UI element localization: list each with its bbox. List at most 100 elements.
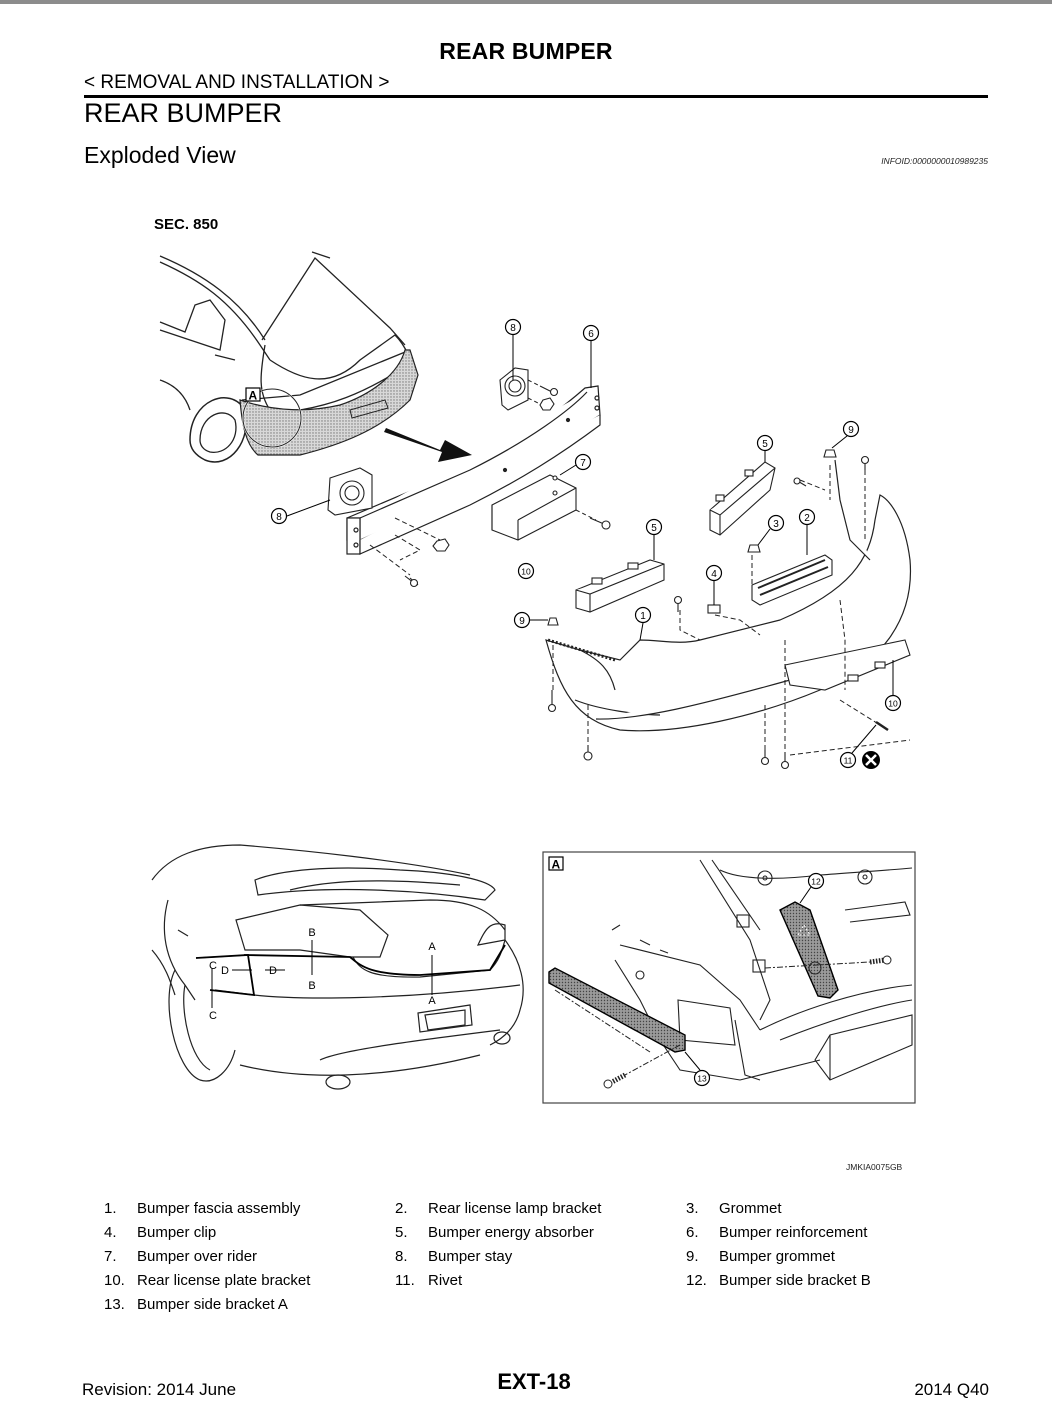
page-number: EXT-18 bbox=[497, 1369, 571, 1394]
car-overview bbox=[159, 251, 416, 463]
car-rear-view bbox=[151, 844, 524, 1090]
legend-number: 6. bbox=[686, 1223, 699, 1241]
side-bracket-a bbox=[548, 967, 686, 1053]
callout-6: 6 bbox=[588, 329, 594, 340]
bumper-stay-left bbox=[327, 467, 373, 516]
callout-markers bbox=[270, 318, 902, 769]
legend-label: Bumper grommet bbox=[719, 1247, 835, 1265]
legend-number: 1. bbox=[104, 1199, 117, 1217]
legend-label: Bumper side bracket B bbox=[719, 1271, 871, 1289]
callout-9a: 9 bbox=[848, 425, 854, 436]
legend-item: 6. Bumper reinforcement bbox=[686, 1224, 977, 1241]
legend-number: 2. bbox=[395, 1199, 408, 1217]
gap-label-c-bottom: C bbox=[209, 1010, 217, 1022]
legend-item: 1. Bumper fascia assembly bbox=[104, 1200, 395, 1217]
section-title: REAR BUMPER bbox=[84, 98, 283, 128]
legend-label: Rear license lamp bracket bbox=[428, 1199, 602, 1217]
legend-number: 13. bbox=[104, 1295, 125, 1313]
legend-item: 4. Bumper clip bbox=[104, 1224, 395, 1241]
legend-row: 10. Rear license plate bracket 11.Rivet 1… bbox=[104, 1268, 1004, 1292]
legend-item: 3. Grommet bbox=[686, 1200, 977, 1217]
detail-ref-label: A bbox=[249, 389, 258, 403]
legend-item: 9.Bumper grommet bbox=[686, 1248, 977, 1265]
legend-row: 7.Bumper over rider 8. Bumper stay 9.Bump… bbox=[104, 1244, 1004, 1268]
legend-item: 7.Bumper over rider bbox=[104, 1248, 395, 1265]
legend-item: 10. Rear license plate bracket bbox=[104, 1272, 395, 1289]
header-rule bbox=[84, 95, 988, 98]
gap-markers bbox=[211, 940, 433, 1008]
bumper-reinforcement bbox=[346, 385, 601, 555]
license-plate-bracket bbox=[784, 639, 911, 691]
detail-a-panel: A bbox=[542, 851, 916, 1104]
legend-row: 13. Bumper side bracket A bbox=[104, 1292, 1004, 1316]
fasteners bbox=[404, 385, 611, 588]
running-head: REAR BUMPER bbox=[439, 38, 613, 64]
breadcrumb: < REMOVAL AND INSTALLATION > bbox=[84, 72, 390, 93]
gap-label-b-bottom: B bbox=[308, 980, 315, 992]
legend-label: Bumper stay bbox=[428, 1247, 513, 1265]
legend-label: Rear license plate bracket bbox=[137, 1271, 311, 1289]
direction-arrow bbox=[384, 428, 472, 462]
legend-number: 5. bbox=[395, 1223, 408, 1241]
callout-9b: 9 bbox=[519, 616, 525, 627]
legend-number: 8. bbox=[395, 1247, 408, 1265]
vehicle-model: 2014 Q40 bbox=[914, 1380, 989, 1399]
legend-label: Bumper fascia assembly bbox=[137, 1199, 301, 1217]
bumper-stay-right bbox=[499, 367, 529, 411]
legend-number: 7. bbox=[104, 1247, 117, 1265]
side-bracket-b bbox=[779, 901, 839, 999]
legend-item: 5. Bumper energy absorber bbox=[395, 1224, 686, 1241]
callout-10b: 10 bbox=[888, 699, 898, 709]
legend-label: Bumper energy absorber bbox=[428, 1223, 594, 1241]
legend-number: 3. bbox=[686, 1199, 699, 1217]
callout-4: 4 bbox=[711, 569, 717, 580]
bumper-energy-absorber-lower bbox=[575, 559, 665, 613]
figure-code: JMKIA0075GB bbox=[846, 1162, 903, 1172]
callout-5b: 5 bbox=[651, 523, 657, 534]
gap-label-a-bottom: A bbox=[428, 995, 436, 1007]
callout-11: 11 bbox=[844, 756, 853, 766]
legend-row: 1. Bumper fascia assembly 2. Rear license … bbox=[104, 1196, 1004, 1220]
legend-item: 8. Bumper stay bbox=[395, 1248, 686, 1265]
legend-label: Rivet bbox=[428, 1271, 463, 1289]
gap-label-d-right: D bbox=[269, 965, 277, 977]
gap-lines bbox=[195, 944, 506, 997]
callout-7: 7 bbox=[580, 458, 586, 469]
top-border bbox=[0, 0, 1052, 4]
callout-numbers: 8 6 7 8 5 9 3 2 5 10 4 1 9 10 11 bbox=[276, 323, 898, 766]
legend-number: 12. bbox=[686, 1271, 707, 1289]
legend-item: 2. Rear license lamp bracket bbox=[395, 1200, 686, 1217]
legend-item: 12. Bumper side bracket B bbox=[686, 1272, 977, 1289]
legend-item: 11.Rivet bbox=[395, 1272, 686, 1289]
info-id: INFOID:0000000010989235 bbox=[881, 156, 988, 166]
license-lamp-bracket bbox=[751, 554, 833, 606]
legend-label: Bumper reinforcement bbox=[719, 1223, 868, 1241]
callout-13: 13 bbox=[697, 1074, 707, 1084]
callout-10a: 10 bbox=[521, 567, 531, 577]
legend-label: Bumper side bracket A bbox=[137, 1295, 288, 1313]
gap-label-b-top: B bbox=[308, 927, 315, 939]
callout-1: 1 bbox=[640, 611, 646, 622]
gap-labels: A A B B C C D D bbox=[209, 927, 436, 1022]
section-number-label: SEC. 850 bbox=[154, 216, 219, 233]
revision-date: Revision: 2014 June bbox=[82, 1380, 237, 1399]
gap-label-c-top: C bbox=[209, 960, 217, 972]
gap-label-a-top: A bbox=[428, 941, 436, 953]
subsection-title: Exploded View bbox=[84, 142, 236, 168]
callout-3: 3 bbox=[773, 519, 779, 530]
legend-label: Grommet bbox=[719, 1199, 782, 1217]
not-reusable-icon bbox=[862, 751, 880, 769]
legend-item: 13. Bumper side bracket A bbox=[104, 1296, 395, 1313]
legend-row: 4. Bumper clip 5. Bumper energy absorber 6… bbox=[104, 1220, 1004, 1244]
callout-leaders bbox=[286, 335, 894, 754]
legend-label: Bumper clip bbox=[137, 1223, 217, 1241]
parts-legend: 1. Bumper fascia assembly 2. Rear license … bbox=[104, 1196, 1004, 1316]
gap-label-d-left: D bbox=[221, 965, 229, 977]
callout-2: 2 bbox=[804, 513, 810, 524]
callout-12: 12 bbox=[811, 877, 821, 887]
callout-5a: 5 bbox=[762, 439, 768, 450]
legend-number: 4. bbox=[104, 1223, 117, 1241]
legend-number: 10. bbox=[104, 1271, 125, 1289]
bumper-energy-absorber-upper bbox=[709, 461, 776, 536]
